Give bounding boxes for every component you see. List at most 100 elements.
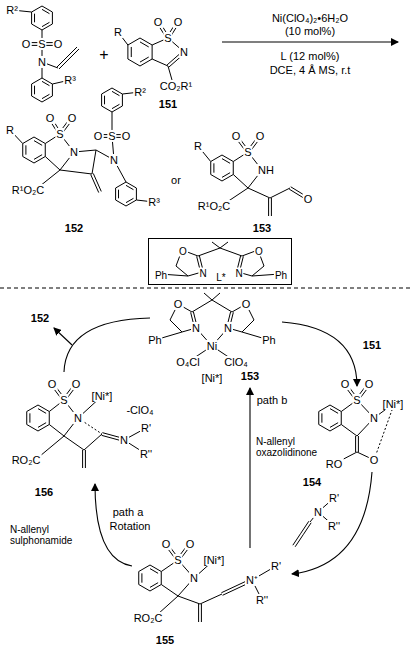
cycle-arrow: [292, 472, 372, 574]
atom-label: RO₂C: [11, 454, 42, 466]
atom-label: R³: [63, 74, 77, 86]
atom-label: (10 mol%): [284, 25, 336, 37]
compound-number: 156: [34, 486, 54, 498]
ligand-box: OONNPhPhL*: [148, 238, 292, 285]
atom-label: R³: [147, 196, 161, 208]
separator-line: [0, 287, 411, 288]
atom-label: R'': [139, 448, 153, 460]
atom-label: O: [369, 454, 380, 466]
atom-label: O: [153, 16, 164, 28]
atom-label: R'': [327, 520, 341, 532]
atom-label: O: [231, 130, 242, 142]
atom-label: RO₂C: [133, 612, 164, 624]
atom-label: R': [270, 560, 282, 572]
atom-label: O: [21, 38, 32, 50]
cycle-arrow: [64, 318, 150, 372]
atom-label: ClO₄: [223, 356, 248, 368]
atom-label: Ni(ClO₄)₂•6H₂O: [271, 12, 349, 24]
atom-label: R': [328, 492, 340, 504]
atom-label: O: [53, 38, 64, 50]
atom-label: O: [303, 193, 314, 205]
atom-label: R: [113, 26, 123, 38]
atom-label: N: [179, 46, 189, 58]
atom-label: S: [243, 146, 252, 158]
reaction-arrow: [222, 41, 398, 42]
atom-label: N: [191, 322, 201, 334]
ligand-label: L*: [215, 272, 226, 283]
atom-label: Ni: [206, 340, 218, 352]
atom-label: S: [55, 128, 64, 140]
atom-label: O: [340, 378, 351, 390]
atom-label: [Ni*]: [91, 390, 114, 402]
atom-label: N: [369, 412, 379, 424]
atom-label: O: [71, 378, 82, 390]
atom-label: R': [140, 422, 152, 434]
atom-label: Ph: [154, 270, 168, 281]
atom-label: CO₂R¹: [159, 80, 193, 92]
atom-label: O: [93, 130, 104, 142]
atom-label: L (12 mol%): [280, 50, 341, 62]
atom-label: Ph: [261, 334, 276, 346]
atom-label: S: [107, 130, 116, 142]
atom-label: [Ni*]: [382, 398, 405, 410]
cycle-arrow: [282, 322, 357, 386]
atom-label: N-allenyl oxazolidinone: [255, 436, 323, 458]
atom-label: O: [185, 538, 196, 550]
atom-label: N⁺: [245, 574, 259, 586]
atom-label: N: [37, 56, 47, 68]
compound-number: 152: [30, 312, 50, 324]
atom-label: [Ni*]: [203, 554, 226, 566]
atom-label: O: [241, 298, 252, 310]
atom-label: O: [178, 246, 188, 257]
atom-label: N: [234, 268, 243, 279]
atom-label: N: [73, 412, 83, 424]
compound-number: 154: [302, 476, 322, 488]
atom-label: S: [173, 554, 182, 566]
atom-label: path a: [112, 506, 145, 518]
bond-lines: [10, 6, 393, 622]
atom-label: S: [352, 394, 361, 406]
branch-arrow: [54, 328, 72, 345]
atom-label: O: [121, 130, 132, 142]
atom-label: N: [313, 506, 323, 518]
compound-number: 152: [64, 222, 84, 234]
atom-label: O: [173, 16, 184, 28]
atom-label: RO: [325, 458, 344, 470]
atom-label: O: [364, 378, 375, 390]
atom-label: S: [59, 394, 68, 406]
atom-label: DCE, 4 Å MS, r.t: [269, 64, 352, 76]
atom-label: O: [67, 112, 78, 124]
cycle-arrow: [249, 388, 250, 548]
compound-number: 151: [158, 98, 178, 110]
atom-label: R²: [133, 86, 147, 98]
atom-label: NH: [257, 164, 275, 176]
atom-label: Rotation: [109, 520, 152, 532]
atom-label: [Ni*]: [201, 372, 224, 384]
atom-label: N: [223, 322, 233, 334]
atom-label: R²: [5, 4, 19, 16]
atom-label: N: [69, 146, 79, 158]
atom-label: O: [173, 298, 184, 310]
atom-label: N-allenyl sulphonamide: [9, 524, 81, 546]
atom-label: O: [161, 538, 172, 550]
atom-label: O: [254, 246, 264, 257]
atom-label: N: [119, 434, 129, 446]
atom-label: Ph: [147, 334, 162, 346]
compound-number: 151: [362, 339, 382, 351]
atom-label: S: [163, 32, 172, 44]
compound-number: 153: [240, 370, 260, 382]
atom-label: O: [45, 112, 56, 124]
atom-label: Ph: [274, 270, 288, 281]
atom-label: S: [37, 38, 46, 50]
atom-label: R¹O₂C: [11, 184, 45, 196]
atom-label: +: [98, 46, 109, 64]
atom-label: -ClO₄: [125, 404, 154, 416]
compound-number: 153: [252, 222, 272, 234]
atom-label: N: [189, 572, 199, 584]
compound-number: 155: [155, 634, 175, 646]
atom-label: R'': [255, 594, 269, 606]
atom-label: O₄Cl: [175, 356, 200, 368]
atom-label: path b: [256, 394, 289, 406]
atom-label: or: [170, 174, 182, 186]
